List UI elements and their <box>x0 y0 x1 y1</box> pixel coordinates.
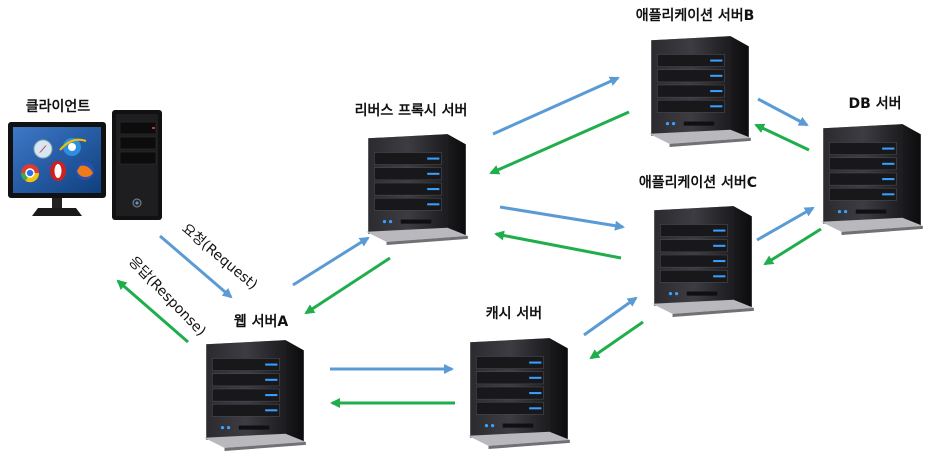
arrow-response <box>116 279 189 344</box>
arrow-response <box>489 110 630 175</box>
server-icon <box>467 337 571 450</box>
arrow-response <box>304 256 391 315</box>
arrow-request <box>159 234 233 299</box>
ie-icon <box>59 138 87 156</box>
safari-icon <box>33 139 53 159</box>
server-icon <box>651 205 755 318</box>
web-server-a-label: 웹 서버A <box>234 313 289 330</box>
firefox-icon <box>76 162 94 180</box>
db-server-label: DB 서버 <box>849 95 902 112</box>
server-icon <box>648 35 752 148</box>
arrow-response <box>494 230 622 260</box>
arrow-response <box>754 123 810 152</box>
arrow-response <box>763 227 822 266</box>
app-server-b-node: 애플리케이션 서버B <box>636 7 755 148</box>
arrow-request <box>292 236 370 287</box>
chrome-icon <box>20 164 40 183</box>
arrow-request <box>583 296 638 337</box>
db-server-node: DB 서버 <box>820 95 924 236</box>
cache-server-label: 캐시 서버 <box>486 305 542 322</box>
app-server-c-node: 애플리케이션 서버C <box>639 174 757 318</box>
app-server-c-label: 애플리케이션 서버C <box>639 174 757 191</box>
opera-icon <box>50 161 66 181</box>
reverse-proxy-label: 리버스 프록시 서버 <box>355 102 468 119</box>
server-icon <box>203 339 307 452</box>
web-server-a-node: 웹 서버A <box>203 313 307 452</box>
cache-server-node: 캐시 서버 <box>467 305 571 450</box>
request-label: 요청(Request) <box>178 221 260 293</box>
app-server-b-label: 애플리케이션 서버B <box>636 7 755 24</box>
arrow-response <box>589 320 644 360</box>
arrow-request <box>757 97 809 127</box>
server-icon <box>365 133 469 246</box>
client-node: 클라이언트 <box>8 98 162 220</box>
pc-tower-icon <box>112 110 162 220</box>
arrow-request <box>756 206 815 242</box>
monitor-icon <box>8 122 106 216</box>
reverse-proxy-node: 리버스 프록시 서버 <box>355 102 469 246</box>
server-icon <box>820 123 924 236</box>
arrow-request <box>492 76 620 136</box>
client-label: 클라이언트 <box>26 98 91 115</box>
arrow-request <box>499 205 625 231</box>
